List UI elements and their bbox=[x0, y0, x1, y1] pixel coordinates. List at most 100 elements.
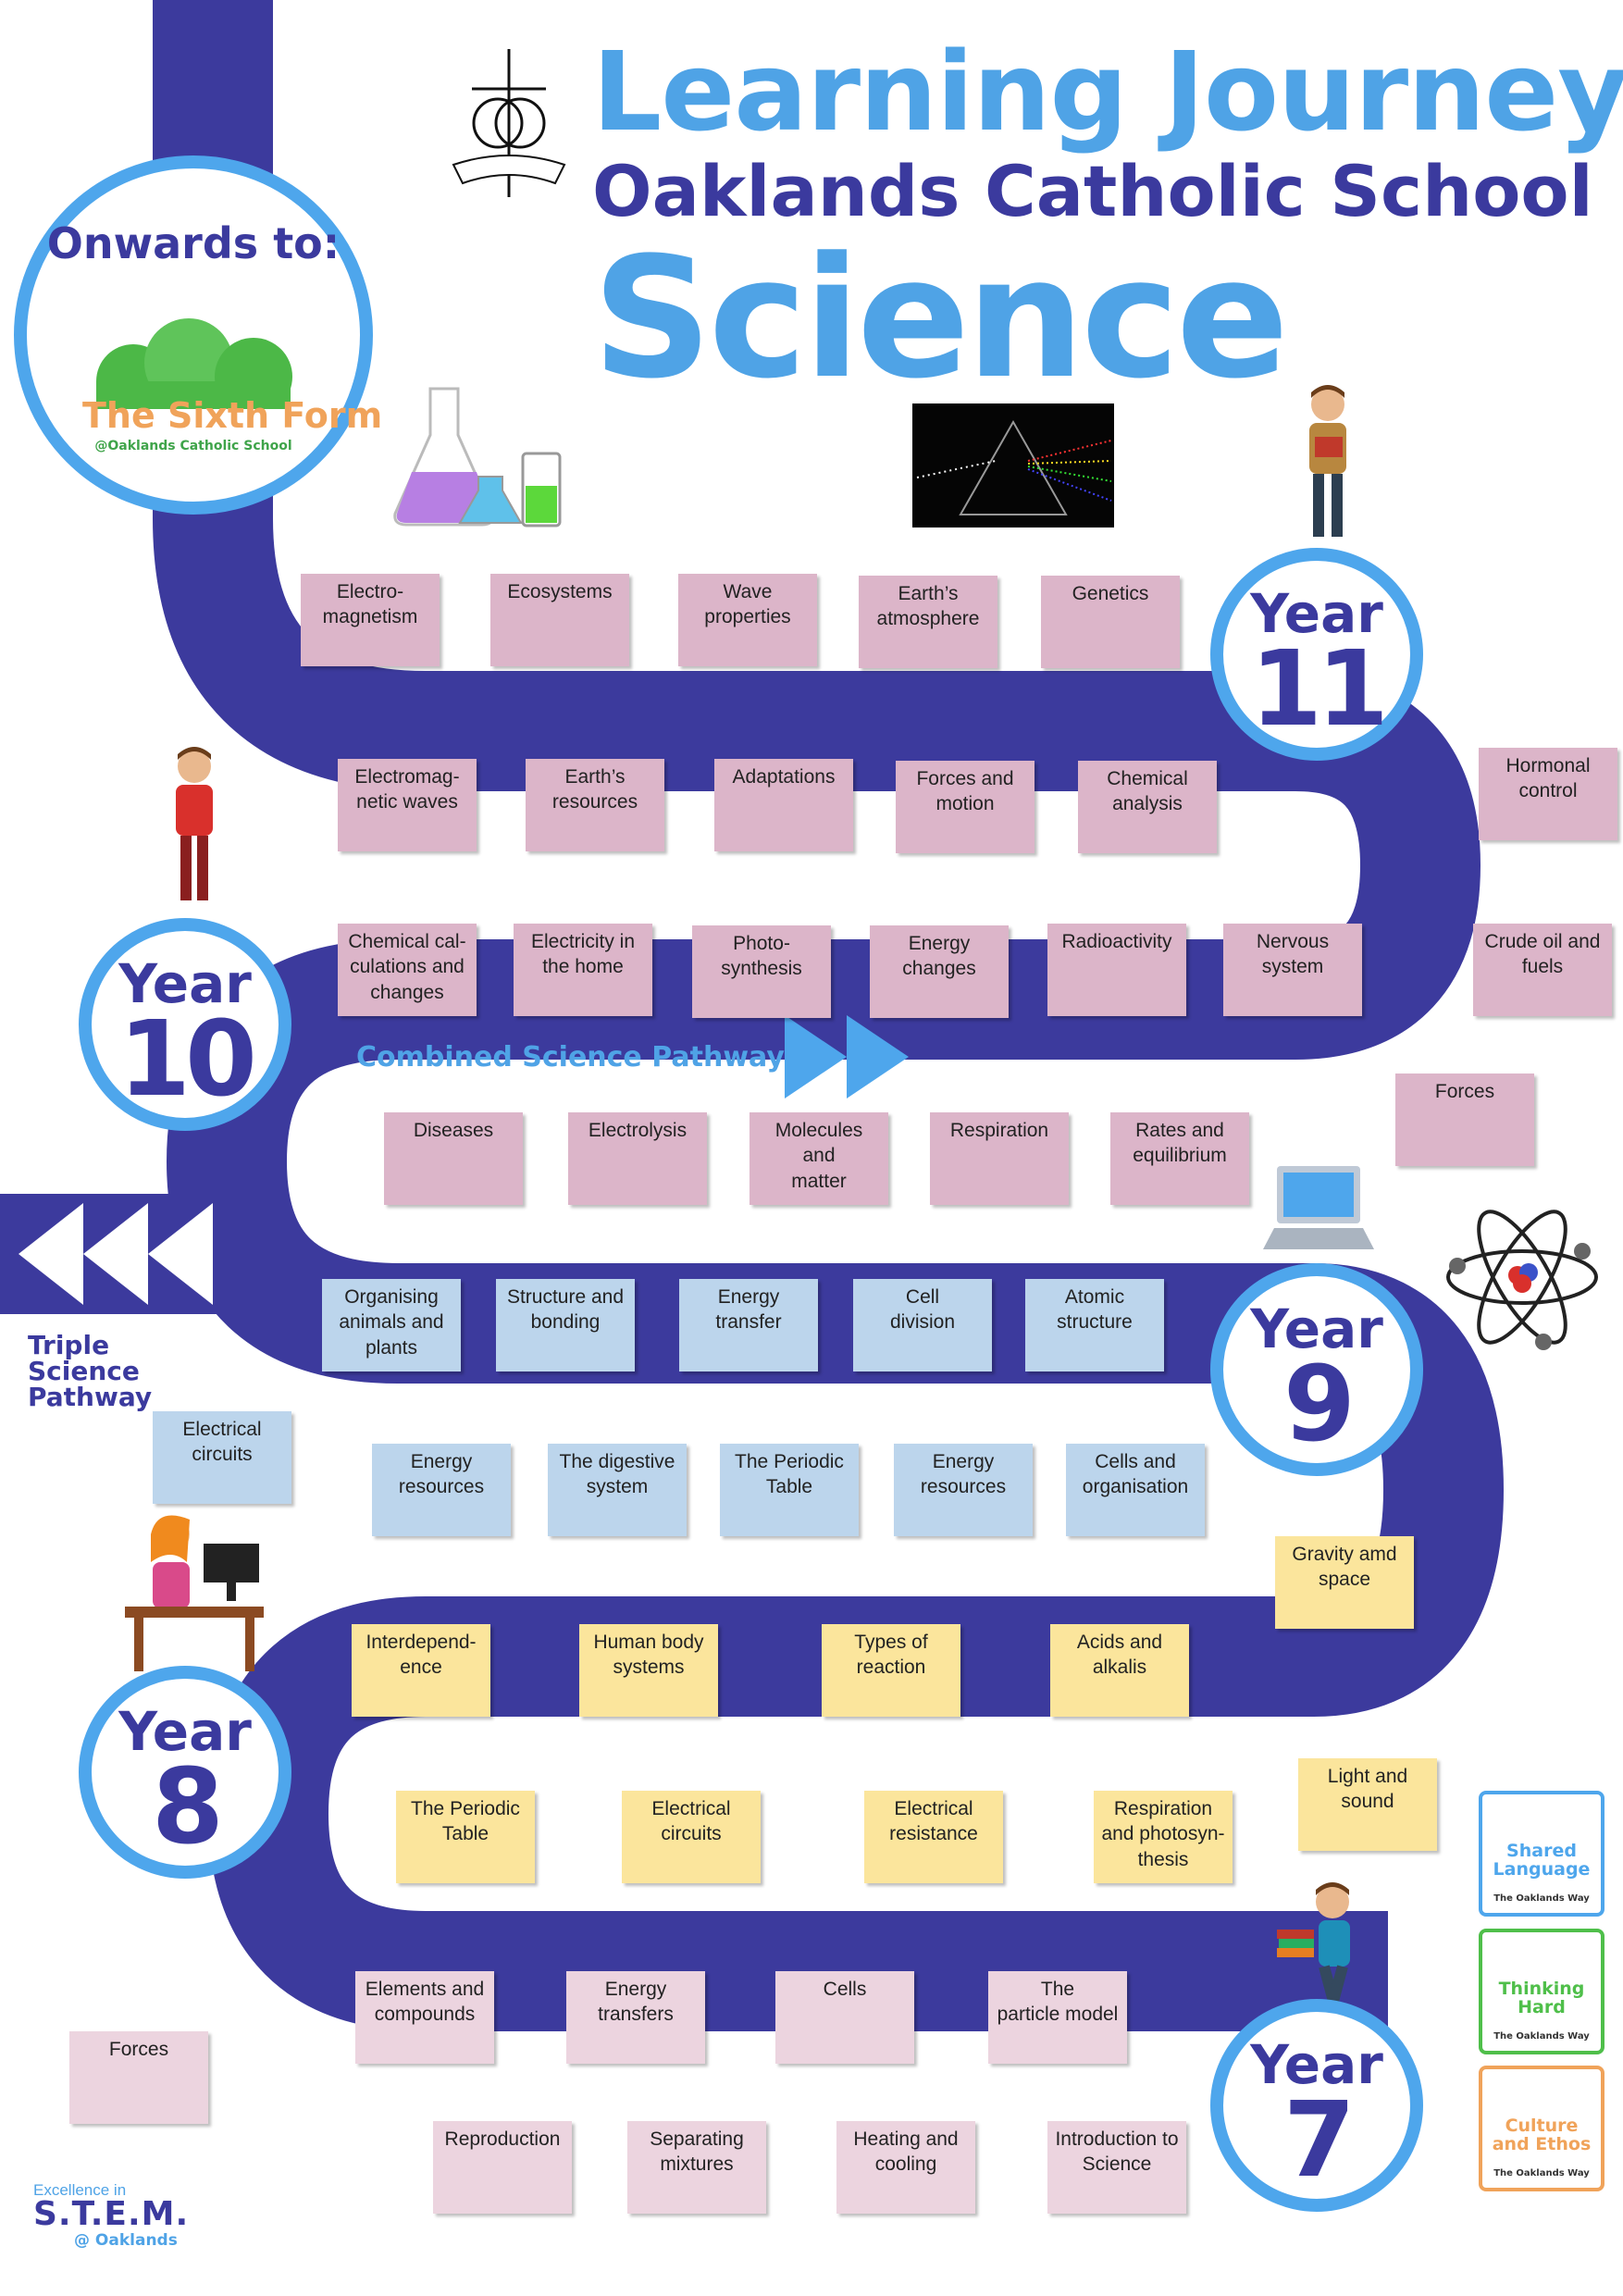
topic-note: Forces bbox=[69, 2031, 208, 2124]
cloud-trees-icon bbox=[96, 318, 292, 409]
year-9-circle: Year 9 bbox=[1210, 1263, 1423, 1476]
topic-note: The particle model bbox=[988, 1971, 1127, 2064]
school-crest-logo bbox=[444, 44, 574, 202]
topic-note: Human body systems bbox=[579, 1624, 718, 1717]
shared-language-badge: Shared Language The Oaklands Way bbox=[1479, 1791, 1604, 1917]
topic-note: Energy resources bbox=[372, 1444, 511, 1536]
onwards-circle: Onwards to: The Sixth Form @Oaklands Cat… bbox=[14, 155, 383, 515]
topic-note: Types of reaction bbox=[822, 1624, 960, 1717]
year-7-circle: Year 7 bbox=[1210, 1999, 1423, 2212]
year-8-word: Year bbox=[118, 1700, 252, 1763]
sixth-form-sub: @Oaklands Catholic School bbox=[94, 439, 292, 453]
year-10-circle: Year 10 bbox=[79, 918, 291, 1131]
topic-note: Rates and equilibrium bbox=[1110, 1112, 1249, 1205]
topic-note: Nervous system bbox=[1223, 924, 1362, 1016]
topic-note: Forces bbox=[1395, 1074, 1534, 1166]
school-name: Oaklands Catholic School bbox=[592, 150, 1593, 232]
year-10-number: 10 bbox=[118, 999, 257, 1120]
rewind-arrows-icon bbox=[19, 1203, 213, 1305]
topic-note: Elements and compounds bbox=[355, 1971, 494, 2064]
topic-note: Genetics bbox=[1041, 576, 1180, 668]
topic-note: Ecosystems bbox=[490, 574, 629, 666]
topic-note: Electromag- netic waves bbox=[338, 759, 477, 851]
triple-pathway-label: Triple Science Pathway bbox=[28, 1330, 153, 1412]
badge-subtitle: The Oaklands Way bbox=[1493, 2168, 1590, 2178]
stem-tagline: Excellence in bbox=[33, 2181, 127, 2199]
student-books-icon bbox=[1277, 1882, 1350, 2013]
topic-note: Energy transfer bbox=[679, 1279, 818, 1371]
topic-note: Electrical circuits bbox=[153, 1411, 291, 1504]
topic-note: Structure and bonding bbox=[496, 1279, 635, 1371]
topic-note: Electrical resistance bbox=[864, 1791, 1003, 1883]
topic-note: Energy transfers bbox=[566, 1971, 705, 2064]
topic-note: Chemical analysis bbox=[1078, 761, 1217, 853]
topic-note: Adaptations bbox=[714, 759, 853, 851]
stem-logo: S.T.E.M. bbox=[33, 2195, 190, 2233]
page-title: Learning Journey bbox=[592, 28, 1623, 155]
badge-title: Culture and Ethos bbox=[1492, 2116, 1592, 2154]
year-9-number: 9 bbox=[1283, 1345, 1356, 1465]
onwards-label: Onwards to: bbox=[46, 218, 341, 268]
thinking-hard-badge: Thinking Hard The Oaklands Way bbox=[1479, 1929, 1604, 2054]
topic-note: Chemical cal- culations and changes bbox=[338, 924, 477, 1016]
topic-note: Cells and organisation bbox=[1066, 1444, 1205, 1536]
topic-note: Photo- synthesis bbox=[692, 925, 831, 1018]
atom-icon bbox=[1446, 1210, 1598, 1350]
topic-note: The Periodic Table bbox=[720, 1444, 859, 1536]
topic-note: Energy changes bbox=[870, 925, 1009, 1018]
subject-title: Science bbox=[592, 222, 1289, 416]
girl-computer-icon bbox=[125, 1515, 264, 1671]
topic-note: The digestive system bbox=[548, 1444, 687, 1536]
combined-pathway-label: Combined Science Pathway bbox=[356, 1041, 785, 1074]
sixth-form-label: The Sixth Form bbox=[82, 395, 383, 436]
topic-note: Heating and cooling bbox=[836, 2121, 975, 2214]
topic-note: Respiration bbox=[930, 1112, 1069, 1205]
badge-subtitle: The Oaklands Way bbox=[1493, 1893, 1590, 1904]
topic-note: The Periodic Table bbox=[396, 1791, 535, 1883]
topic-note: Electricity in the home bbox=[514, 924, 652, 1016]
topic-note: Electrolysis bbox=[568, 1112, 707, 1205]
year-8-circle: Year 8 bbox=[79, 1666, 291, 1879]
topic-note: Energy resources bbox=[894, 1444, 1033, 1536]
topic-note: Reproduction bbox=[433, 2121, 572, 2214]
year-7-word: Year bbox=[1250, 2033, 1383, 2096]
badge-title: Thinking Hard bbox=[1498, 1979, 1585, 2017]
year-9-word: Year bbox=[1250, 1297, 1383, 1360]
topic-note: Electro- magnetism bbox=[301, 574, 440, 666]
prism-image bbox=[912, 403, 1114, 527]
topic-note: Organising animals and plants bbox=[322, 1279, 461, 1371]
topic-note: Gravity amd space bbox=[1275, 1536, 1414, 1629]
topic-note: Separating mixtures bbox=[627, 2121, 766, 2214]
year-8-number: 8 bbox=[152, 1747, 224, 1868]
flask-icon bbox=[393, 387, 562, 527]
topic-note: Cell division bbox=[853, 1279, 992, 1371]
topic-note: Earth’s resources bbox=[526, 759, 664, 851]
year-11-word: Year bbox=[1250, 582, 1383, 645]
student-standing-icon bbox=[176, 747, 213, 900]
year-10-word: Year bbox=[118, 952, 252, 1015]
topic-note: Hormonal control bbox=[1479, 748, 1617, 840]
laptop-icon bbox=[1263, 1166, 1374, 1249]
year-11-number: 11 bbox=[1250, 629, 1389, 750]
topic-note: Radioactivity bbox=[1047, 924, 1186, 1016]
badge-subtitle: The Oaklands Way bbox=[1493, 2031, 1590, 2042]
topic-note: Wave properties bbox=[678, 574, 817, 666]
topic-note: Atomic structure bbox=[1025, 1279, 1164, 1371]
topic-note: Diseases bbox=[384, 1112, 523, 1205]
topic-note: Earth’s atmosphere bbox=[859, 576, 997, 668]
topic-note: Acids and alkalis bbox=[1050, 1624, 1189, 1717]
stem-location: @ Oaklands bbox=[74, 2231, 178, 2250]
topic-note: Light and sound bbox=[1298, 1758, 1437, 1851]
topic-note: Respiration and photosyn- thesis bbox=[1094, 1791, 1233, 1883]
year-7-number: 7 bbox=[1283, 2080, 1356, 2201]
topic-note: Introduction to Science bbox=[1047, 2121, 1186, 2214]
culture-ethos-badge: Culture and Ethos The Oaklands Way bbox=[1479, 2066, 1604, 2191]
topic-note: Cells bbox=[775, 1971, 914, 2064]
topic-note: Electrical circuits bbox=[622, 1791, 761, 1883]
topic-note: Crude oil and fuels bbox=[1473, 924, 1612, 1016]
topic-note: Forces and motion bbox=[896, 761, 1035, 853]
badge-title: Shared Language bbox=[1493, 1841, 1591, 1880]
topic-note: Molecules and matter bbox=[750, 1112, 888, 1205]
student-reading-icon bbox=[1309, 385, 1346, 537]
year-11-circle: Year 11 bbox=[1210, 548, 1423, 761]
